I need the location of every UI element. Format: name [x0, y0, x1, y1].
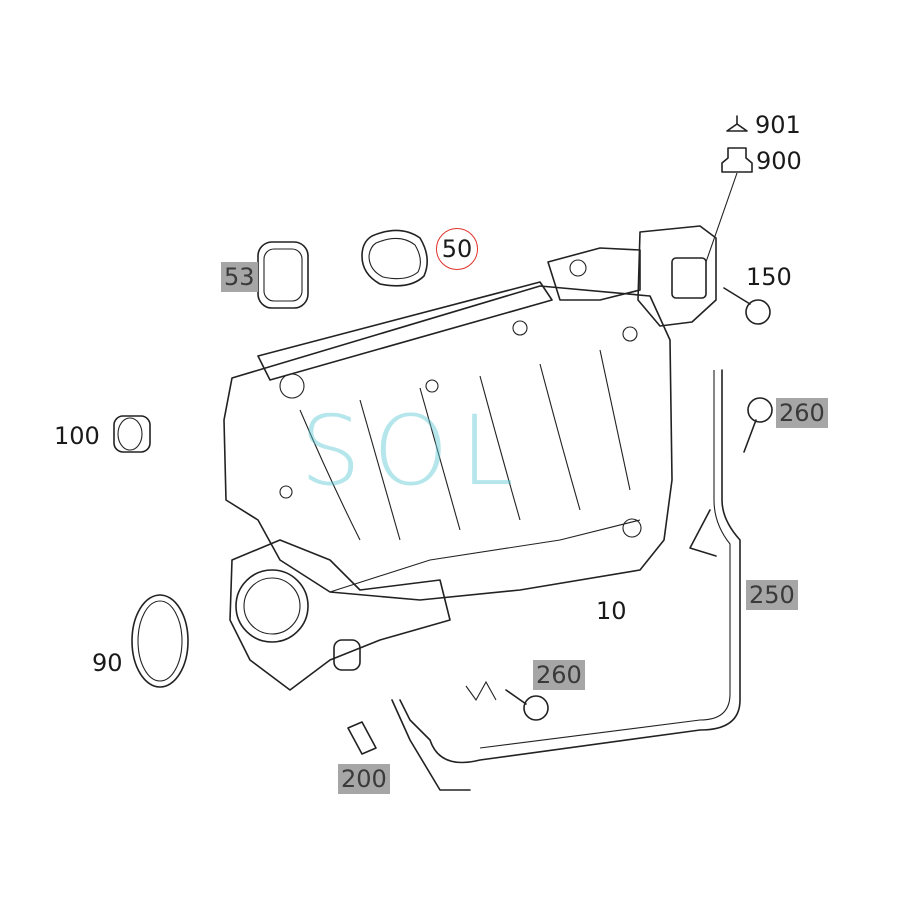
callout-10: 10 [596, 597, 627, 625]
leader-900 [705, 172, 738, 263]
throttle-body [229, 539, 451, 691]
sleeve-200 [347, 721, 377, 755]
bolt-260-upper [743, 397, 773, 453]
watermark-text: SOL [300, 395, 526, 507]
bolt-150 [723, 287, 771, 325]
callout-900: 900 [756, 147, 802, 175]
actuator-motor [547, 225, 717, 327]
callout-250[interactable]: 250 [746, 580, 798, 610]
plug-100 [113, 415, 151, 453]
gasket-50 [361, 229, 428, 287]
callout-150: 150 [746, 263, 792, 291]
connector-900-icon [721, 147, 753, 173]
callout-90: 90 [92, 649, 123, 677]
symbol-901 [726, 115, 748, 132]
callout-100: 100 [54, 422, 100, 450]
manifold-body-10 [223, 281, 673, 601]
callout-260-upper[interactable]: 260 [776, 398, 828, 428]
pipe-250 [391, 369, 741, 791]
gasket-53 [257, 241, 309, 309]
callout-200[interactable]: 200 [338, 764, 390, 794]
callout-260-lower[interactable]: 260 [533, 660, 585, 690]
callout-50[interactable]: 50 [436, 228, 478, 270]
callout-53[interactable]: 53 [221, 262, 258, 292]
bolt-260-lower [465, 680, 549, 721]
clamp-90 [131, 594, 189, 688]
callout-901: 901 [755, 111, 801, 139]
